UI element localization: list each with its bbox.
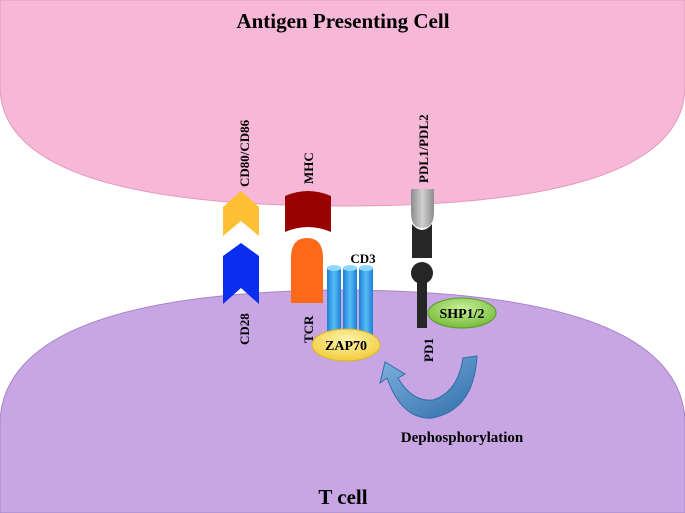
cd3-complex: [327, 265, 373, 340]
zap70-label: ZAP70: [325, 339, 367, 354]
dephosphorylation-label: Dephosphorylation: [401, 430, 524, 446]
cd3-label: CD3: [350, 251, 376, 266]
tcr-label: TCR: [301, 315, 316, 343]
cd28-label: CD28: [237, 313, 252, 345]
pd1-label: PD1: [421, 338, 436, 362]
pdl1-pdl2-ligand: [411, 189, 434, 228]
apc-label: Antigen Presenting Cell: [236, 9, 449, 33]
shp1-2-phosphatase: [427, 297, 497, 329]
tcr-receptor: [291, 238, 323, 303]
dephosphorylation-arrow: [379, 355, 478, 419]
zap70-kinase: [311, 328, 381, 362]
mhc-molecule: [285, 191, 331, 232]
mhc-label: MHC: [301, 152, 316, 184]
cd80-cd86-label: CD80/CD86: [237, 119, 252, 187]
tcell-membrane: [0, 289, 685, 513]
cd28-receptor: [223, 243, 259, 304]
tcell-label: T cell: [318, 485, 367, 509]
pd1-receptor: [411, 224, 433, 328]
cd80-cd86-receptor: [223, 191, 259, 236]
pdl1-pdl2-label: PDL1/PDL2: [416, 114, 431, 183]
shp1-2-label: SHP1/2: [439, 307, 484, 322]
apc-membrane: [0, 0, 685, 207]
